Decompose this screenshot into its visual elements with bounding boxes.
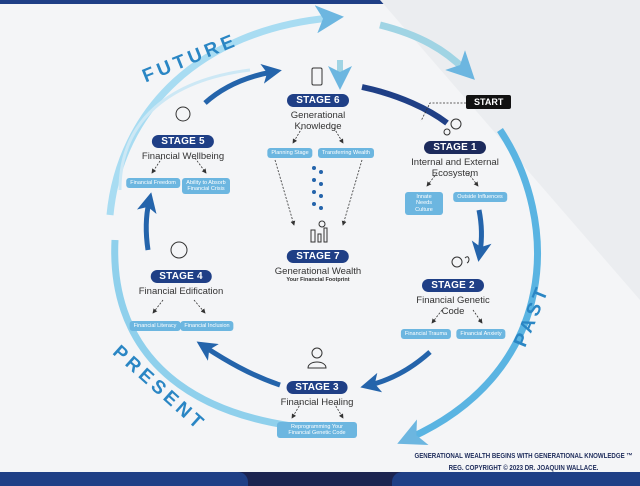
stage-title: Internal and External Ecosystem [411,157,499,179]
dashed-arrows [151,127,483,419]
footer-tagline: GENERATIONAL WEALTH BEGINS WITH GENERATI… [413,451,632,460]
stage-badge: STAGE 2 [422,279,484,292]
outer-arc-top [379,21,475,80]
stage-1: STAGE 1 Internal and External Ecosystem [405,137,505,179]
stage-badge: STAGE 4 [150,270,212,283]
tag: Financial Anxiety [456,329,506,339]
inner-arc [118,68,251,191]
tag: Outside Influences [453,192,507,202]
arrow-1-to-2 [471,209,492,262]
bottom-bar-right [392,472,640,486]
tag: Financial Inclusion [180,321,234,331]
tag: Ability to Absorb Financial Crisis [182,178,230,194]
arrow-2-to-3 [360,350,432,393]
stage-3: STAGE 3 Financial Healing [280,377,354,408]
stage-2: STAGE 2 Financial Genetic Code [413,275,493,317]
tag: Financial Literacy [129,321,181,331]
tag: Planning Stage [267,148,313,158]
stage-title: Generational Wealth [274,266,362,277]
brain-icon [451,256,470,268]
tag: Transferring Wealth [318,148,374,158]
stage-title: Financial Genetic Code [416,295,490,317]
phone-icon [311,67,323,86]
stage-badge: STAGE 7 [287,250,349,263]
stage-title: Generational Knowledge [290,110,346,132]
arrow-3-to-4 [196,341,281,388]
stage-badge: STAGE 6 [287,94,349,107]
stage-title: Financial Edification [138,286,224,297]
arrow-5-to-6 [203,63,282,105]
top-border [0,0,640,4]
globe-icon [170,241,188,259]
outer-arc-future [106,5,344,216]
stage-6: STAGE 6 Generational Knowledge [283,90,353,132]
arrow-6-to-1 [361,84,449,126]
stage-subtitle: Your Financial Footprint [286,277,350,283]
tag: Financial Trauma [400,329,452,339]
chart-growth-icon [310,220,328,243]
stage-4: STAGE 4 Financial Edification [138,266,224,297]
tag: Reprogramming Your Financial Genetic Cod… [277,422,357,438]
tag: Innate Needs Culture [405,192,443,215]
footer-copyright: GENERATIONAL WEALTH BEGINS WITH GENERATI… [414,450,632,474]
start-label: START [466,95,512,109]
stage-7: STAGE 7 Generational Wealth Your Financi… [275,246,361,283]
stage-badge: STAGE 3 [286,381,348,394]
stage-5: STAGE 5 Financial Wellbeing [142,131,224,162]
outer-arc-past [397,128,541,445]
bottom-bar-left [0,472,248,486]
start-connector [420,102,466,122]
footer-copyright-line: REG. COPYRIGHT © 2023 DR. JOAQUIN WALLAC… [448,463,598,472]
heart-hand-icon [175,106,191,122]
stage-title: Financial Wellbeing [141,151,225,162]
person-icon [307,347,327,369]
stage-badge: STAGE 5 [152,135,214,148]
outer-arc-present [111,239,331,434]
tag: Financial Freedom [126,178,180,188]
stage-title: Financial Healing [280,397,354,408]
drops-icon [312,166,323,210]
arrow-4-to-5 [137,192,157,251]
stage-badge: STAGE 1 [424,141,486,154]
ecosystem-icon [443,118,462,136]
